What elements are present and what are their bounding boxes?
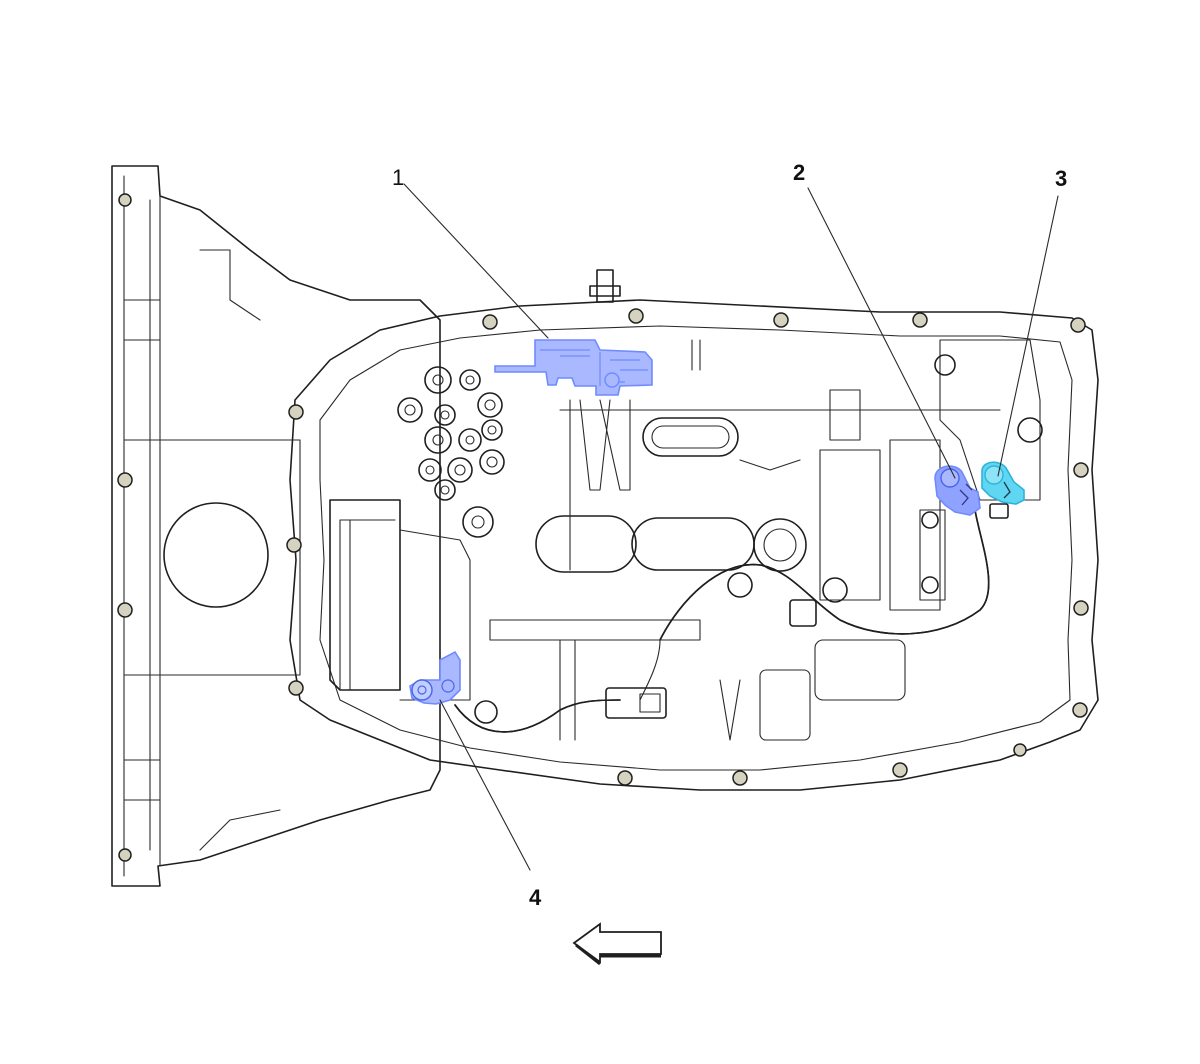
bell-housing	[111, 165, 441, 887]
callout-3: 3	[1055, 166, 1067, 191]
component-1-highlight	[494, 339, 653, 396]
valve-body-details	[329, 339, 1043, 741]
wiring-harness	[454, 509, 990, 733]
left-arrow-icon	[572, 922, 662, 966]
leader-lines	[403, 183, 1059, 871]
component-2-highlight	[934, 465, 981, 516]
component-4-highlight	[409, 650, 461, 705]
callout-2: 2	[793, 160, 805, 185]
oil-pan	[286, 269, 1099, 791]
callout-4: 4	[529, 885, 542, 910]
component-3-highlight	[981, 461, 1025, 519]
callout-1: 1	[392, 165, 404, 190]
